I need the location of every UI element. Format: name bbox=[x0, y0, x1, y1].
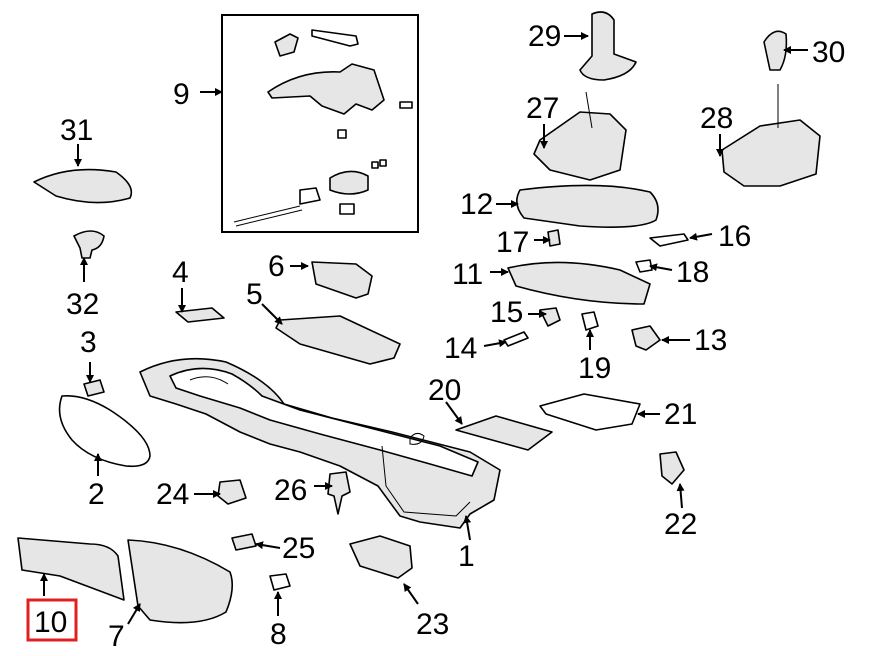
mat-part-20 bbox=[455, 415, 553, 451]
knob-part-30 bbox=[763, 30, 788, 71]
label-13: 13 bbox=[694, 324, 727, 357]
plate-part-4 bbox=[175, 307, 225, 323]
label-1: 1 bbox=[458, 540, 475, 573]
label-9: 9 bbox=[173, 78, 190, 111]
bolt-part-15 bbox=[539, 307, 561, 327]
callout-labels: 9 29 30 27 28 31 32 12 17 16 11 18 15 13… bbox=[26, 20, 845, 653]
knob-part-29 bbox=[579, 11, 637, 81]
clip-part-19 bbox=[581, 311, 599, 331]
label-8: 8 bbox=[270, 618, 287, 651]
bracket-part-11 bbox=[507, 261, 651, 305]
label-11: 11 bbox=[452, 258, 483, 291]
lid-part-2 bbox=[58, 394, 151, 468]
label-15: 15 bbox=[490, 296, 523, 329]
label-20: 20 bbox=[428, 374, 461, 407]
label-17: 17 bbox=[496, 226, 529, 259]
cover-part-31 bbox=[33, 168, 133, 204]
clip-part-3 bbox=[83, 379, 105, 397]
label-28: 28 bbox=[700, 102, 733, 135]
label-19: 19 bbox=[578, 352, 611, 385]
tray-part-5 bbox=[275, 315, 401, 365]
switch-part-26 bbox=[327, 471, 351, 515]
inset-box-part-9 bbox=[221, 14, 419, 233]
shifter-part-27 bbox=[533, 111, 627, 181]
clip-part-8 bbox=[269, 573, 291, 591]
label-26: 26 bbox=[274, 474, 307, 507]
label-2: 2 bbox=[88, 478, 105, 511]
label-4: 4 bbox=[172, 256, 189, 289]
label-25: 25 bbox=[282, 532, 315, 565]
mat-part-21 bbox=[539, 393, 641, 431]
knob-part-32 bbox=[73, 230, 105, 259]
panel-part-10 bbox=[17, 537, 125, 601]
label-22: 22 bbox=[664, 508, 697, 541]
armrest-part-12 bbox=[516, 184, 659, 228]
bracket-part-24 bbox=[217, 479, 247, 505]
clip-part-18 bbox=[635, 259, 653, 273]
panel-part-7 bbox=[127, 539, 234, 624]
label-7: 7 bbox=[108, 620, 125, 653]
label-14: 14 bbox=[444, 332, 477, 365]
label-31: 31 bbox=[60, 114, 93, 147]
leader-lines bbox=[40, 32, 808, 625]
label-5: 5 bbox=[246, 278, 263, 311]
label-21: 21 bbox=[664, 398, 697, 431]
insert-part-22 bbox=[659, 451, 685, 485]
fastener-part-17 bbox=[547, 229, 561, 247]
label-10: 10 bbox=[34, 606, 67, 639]
clip-part-25 bbox=[231, 533, 257, 551]
bracket-part-13 bbox=[631, 325, 661, 351]
shifter-part-28 bbox=[721, 119, 821, 187]
label-30: 30 bbox=[812, 36, 845, 69]
label-24: 24 bbox=[156, 478, 189, 511]
highlight-box-10 bbox=[26, 598, 78, 642]
label-3: 3 bbox=[80, 326, 97, 359]
label-6: 6 bbox=[268, 250, 285, 283]
label-12: 12 bbox=[460, 188, 493, 221]
clip-part-16 bbox=[649, 233, 689, 247]
label-16: 16 bbox=[718, 220, 751, 253]
label-18: 18 bbox=[676, 256, 709, 289]
label-29: 29 bbox=[528, 20, 561, 53]
label-27: 27 bbox=[526, 92, 559, 125]
label-23: 23 bbox=[416, 608, 449, 641]
shift-lever-27 bbox=[585, 91, 593, 129]
pin-part-14 bbox=[503, 331, 529, 347]
module-part-23 bbox=[349, 535, 413, 579]
box-part-6 bbox=[311, 261, 373, 299]
console-body-part-1 bbox=[139, 357, 501, 529]
label-32: 32 bbox=[66, 288, 99, 321]
